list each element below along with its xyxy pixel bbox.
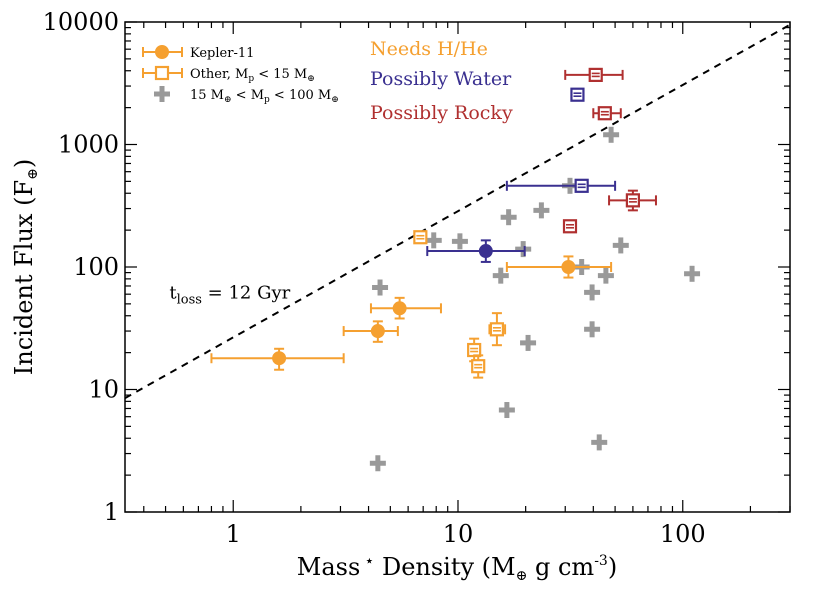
threshold-dashed-line [124,23,791,400]
axis-tick-labels: 1 10 100 1 10 100 1000 10000 [43,8,706,548]
annotation-sub: loss [177,292,202,307]
x-axis-title: Mass⋆ Density (M⊕ g cm-3) [297,551,617,584]
legend-large-tail: < 100 M [270,88,331,103]
data-point-circle [478,244,493,259]
data-point-square [625,193,640,208]
annotation-rest: = 12 Gyr [202,282,291,303]
x-tick-label: 1 [226,520,241,548]
data-marks [210,67,701,472]
x-axis-title-unit: g cm [527,553,594,581]
legend-large-sub2: p [264,95,270,105]
x-axis-title-sub: ⊕ [516,568,528,584]
data-point-circle [272,351,287,366]
legend-other-sub2: ⊕ [307,74,315,84]
annotation-label: tloss = 12 Gyr [169,282,290,307]
x-axis-title-star: ⋆ [364,551,374,570]
category-label-possibly-water: Possibly Water [370,68,512,90]
data-point-circle [561,260,576,274]
legend-marker-kepler11 [155,45,169,59]
x-tick-label: 100 [660,520,706,548]
legend-text-kepler11: Kepler-11 [190,46,254,61]
x-axis-title-mid: Density (M [374,553,515,581]
category-label-needs-hhe: Needs H/He [370,38,488,60]
x-axis-title-main: Mass [297,553,361,581]
y-axis-title-sub: ⊕ [25,168,41,180]
legend-large-mid: < M [232,88,264,103]
y-axis-title-close: ) [10,159,38,168]
annotation-main: t [169,282,177,303]
legend-text-other: Other, Mp < 15 M⊕ [190,67,315,84]
axis-ticks [125,21,791,513]
data-point-square [413,230,428,245]
legend-large-sub: ⊕ [224,95,232,105]
legend-text-large: 15 M⊕ < Mp < 100 M⊕ [190,88,339,105]
legend-kepler11-text: Kepler-11 [190,46,254,61]
y-tick-label: 1 [104,498,119,526]
legend-other-sub: p [248,74,254,84]
legend-large-sub3: ⊕ [331,95,339,105]
x-tick-label: 10 [443,520,474,548]
legend-marker-other [154,65,170,81]
data-point-circle [370,324,385,339]
data-point-square [467,342,482,358]
y-tick-label: 100 [73,253,119,281]
x-axis-title-sup: -3 [594,553,608,569]
y-axis-title-main: Incident Flux (F [10,180,38,375]
data-point-circle [392,301,407,316]
data-point-square [574,178,589,193]
y-axis-title: Incident Flux (F⊕) [10,159,41,375]
data-point-square [489,322,505,337]
y-tick-label: 10000 [43,8,119,36]
data-point-square [570,87,585,102]
legend-markers [142,45,183,102]
legend-other-text: Other, M [190,67,248,82]
data-point-square [471,359,486,374]
legend-large-text: 15 M [190,88,224,103]
threshold-line-layer [124,23,791,400]
legend-other-mid: < 15 M [254,67,307,82]
data-point-square [597,106,612,121]
y-tick-label: 10 [88,376,119,404]
data-point-square [562,219,578,234]
x-axis-title-close: ) [608,553,617,581]
data-point-square [588,67,603,82]
y-tick-label: 1000 [58,131,119,159]
category-label-possibly-rocky: Possibly Rocky [370,102,513,124]
